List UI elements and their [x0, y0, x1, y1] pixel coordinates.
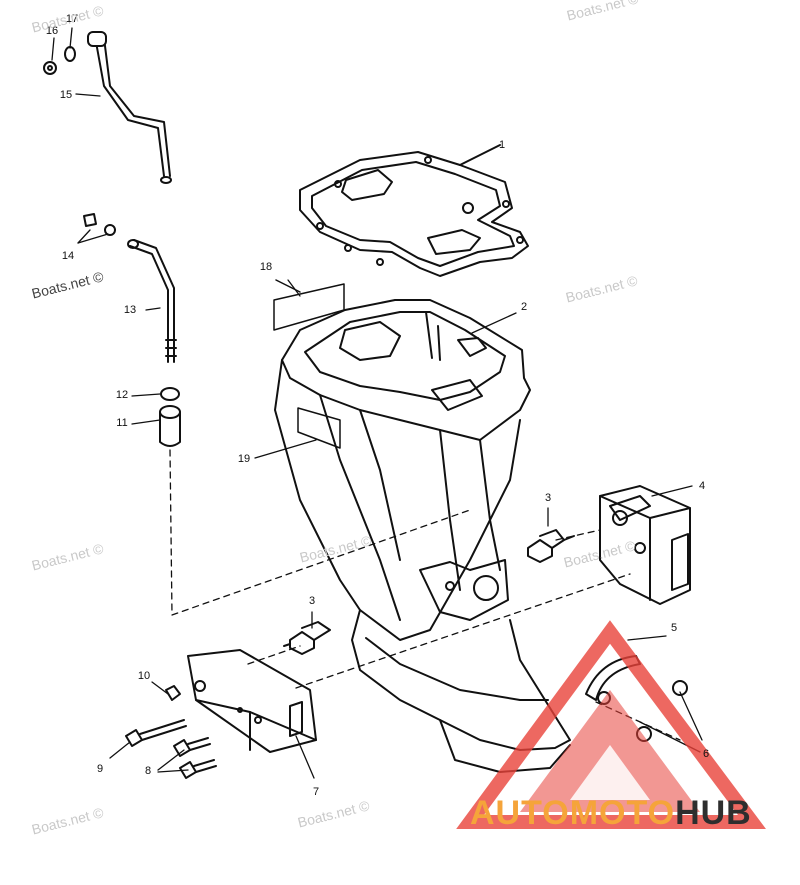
bolts-part-8 [173, 737, 217, 779]
assembly-lines [169, 449, 681, 741]
nut-washer-16-17 [43, 46, 76, 75]
callout-18: 18 [259, 261, 273, 273]
callout-7: 7 [312, 786, 320, 798]
callout-14: 14 [61, 250, 75, 262]
automotohub-logo-text: AUTOMOTOHUB [470, 794, 752, 833]
callout-1: 1 [498, 139, 506, 151]
mount-part-3-left [283, 621, 331, 655]
callout-9: 9 [96, 763, 104, 775]
brand-part-1: AUTOMOTO [470, 794, 676, 832]
automotohub-logo-mark [456, 620, 766, 829]
callout-10: 10 [137, 670, 151, 682]
callout-19: 19 [237, 453, 251, 465]
callout-15: 15 [59, 89, 73, 101]
callout-6: 6 [702, 748, 710, 760]
sleeve-part-11 [159, 405, 181, 447]
fittings-part-14 [83, 213, 116, 236]
nut-part-10 [165, 685, 181, 701]
callout-11: 11 [116, 417, 128, 429]
callout-8: 8 [144, 765, 152, 777]
decal-part-18 [273, 279, 345, 331]
callout-3-left: 3 [308, 595, 316, 607]
callout-17: 17 [65, 13, 79, 25]
gasket-part-1 [299, 144, 529, 277]
callout-2: 2 [520, 301, 528, 313]
callout-5: 5 [670, 622, 678, 634]
brand-part-2: HUB [675, 794, 752, 832]
shift-rod-part-13 [127, 239, 177, 363]
leader-lines [51, 27, 703, 779]
bolt-part-9 [125, 719, 187, 747]
callout-13: 13 [123, 304, 137, 316]
callout-4: 4 [698, 480, 706, 492]
callout-3-right: 3 [544, 492, 552, 504]
cover-part-4 [599, 485, 691, 605]
mount-part-3-right [527, 529, 575, 563]
driveshaft-housing-part-2 [274, 299, 571, 773]
callout-12: 12 [115, 389, 129, 401]
nut-part-12 [160, 387, 180, 401]
callout-16: 16 [45, 25, 59, 37]
shift-rod-part-15 [87, 31, 172, 184]
bracket-part-7 [187, 649, 317, 753]
